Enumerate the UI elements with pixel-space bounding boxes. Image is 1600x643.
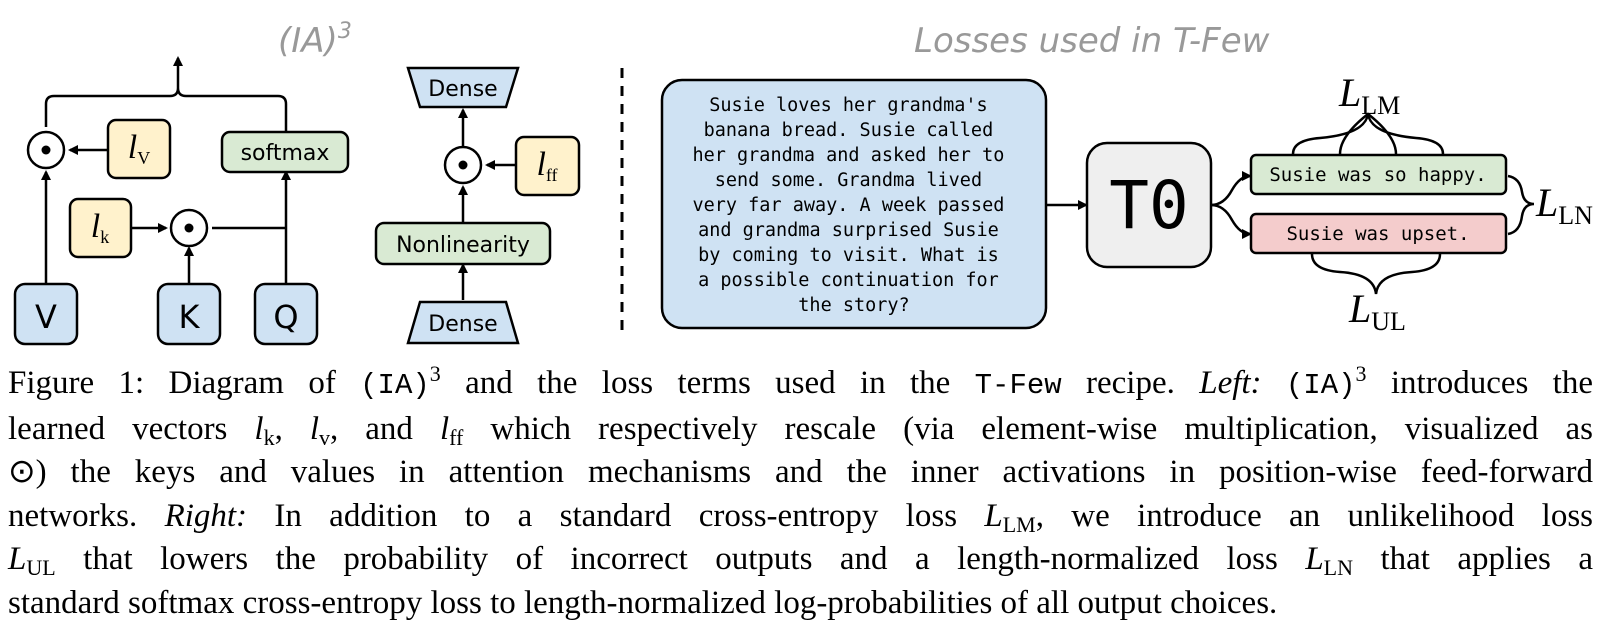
figure-diagram: (IA)3 Losses used in T-Few V K Q bbox=[13, 19, 1593, 346]
ul-loss-label: LUL bbox=[1348, 286, 1406, 336]
svg-text:lff: lff bbox=[536, 146, 557, 185]
story-line: very far away. A week passed bbox=[692, 195, 1004, 216]
story-line: send some. Grandma lived bbox=[715, 170, 982, 191]
svg-text:Q: Q bbox=[273, 298, 298, 336]
svg-text:Susie was upset.: Susie was upset. bbox=[1286, 223, 1469, 245]
lm-brace bbox=[1291, 112, 1445, 155]
story-line: by coming to visit. What is bbox=[698, 245, 999, 266]
story-line: and grandma surprised Susie bbox=[698, 220, 999, 241]
q-box: Q bbox=[253, 282, 319, 346]
caption-line-2: learned vectors lk, lv, and lff which re… bbox=[8, 410, 1594, 450]
story-line: the story? bbox=[798, 295, 909, 316]
output-incorrect-box: Susie was upset. bbox=[1249, 212, 1508, 255]
svg-text:V: V bbox=[35, 298, 57, 336]
caption-line-1: Figure 1: Diagram of (IA)3 and the loss … bbox=[8, 361, 1594, 403]
ffn-block bbox=[458, 108, 516, 300]
story-line: banana bread. Susie called bbox=[704, 120, 994, 141]
ul-brace bbox=[1310, 253, 1442, 295]
v-box: V bbox=[13, 282, 79, 346]
attention-odot-k bbox=[169, 208, 209, 248]
right-panel-title: Losses used in T-Few bbox=[914, 21, 1270, 61]
ffn-dense-bottom: Dense bbox=[406, 300, 520, 345]
svg-text:Dense: Dense bbox=[428, 77, 497, 102]
attention-odot-v bbox=[26, 130, 66, 170]
figure-caption: Figure 1: Diagram of (IA)3 and the loss … bbox=[8, 362, 1593, 625]
svg-text:Nonlinearity: Nonlinearity bbox=[396, 233, 530, 258]
svg-text:softmax: softmax bbox=[241, 141, 330, 166]
svg-text:T0: T0 bbox=[1109, 167, 1188, 244]
ln-brace bbox=[1507, 174, 1535, 236]
k-box: K bbox=[156, 282, 222, 346]
story-line: Susie loves her grandma's bbox=[709, 95, 987, 116]
svg-text:Susie was so happy.: Susie was so happy. bbox=[1269, 164, 1486, 186]
lm-loss-label: LLM bbox=[1338, 70, 1400, 120]
model-box: T0 bbox=[1085, 141, 1213, 269]
attention-block bbox=[41, 56, 291, 284]
ln-loss-label: LLN bbox=[1535, 180, 1593, 230]
caption-line-5: LUL that lowers the probability of incor… bbox=[8, 541, 1593, 580]
left-panel-title: (IA)3 bbox=[278, 19, 352, 61]
svg-text:lk: lk bbox=[91, 208, 109, 247]
nonlinearity-box: Nonlinearity bbox=[374, 221, 552, 266]
softmax-box: softmax bbox=[220, 130, 350, 174]
output-correct-box: Susie was so happy. bbox=[1249, 153, 1508, 196]
ffn-dense-top: Dense bbox=[406, 66, 520, 109]
story-box: Susie loves her grandma's banana bread. … bbox=[660, 78, 1048, 330]
svg-text:lV: lV bbox=[128, 129, 150, 168]
caption-line-6: standard softmax cross-entropy loss to l… bbox=[8, 584, 1278, 621]
story-line: her grandma and asked her to bbox=[692, 145, 1004, 166]
caption-line-3: ⊙) the keys and values in attention mech… bbox=[8, 454, 1593, 490]
svg-text:Susie loves her grandma's: Susie loves her grandma's banana bread. … bbox=[692, 95, 1015, 316]
lff-box: lff bbox=[514, 135, 581, 197]
svg-text:K: K bbox=[179, 298, 201, 336]
caption-line-4: networks. Right: In addition to a standa… bbox=[8, 497, 1594, 537]
story-line: a possible continuation for bbox=[698, 270, 999, 291]
lv-box: lV bbox=[106, 118, 172, 180]
lk-box: lk bbox=[68, 197, 133, 259]
model-to-output-arrows bbox=[1210, 171, 1252, 239]
svg-text:Dense: Dense bbox=[428, 312, 497, 337]
ffn-odot bbox=[443, 145, 483, 185]
